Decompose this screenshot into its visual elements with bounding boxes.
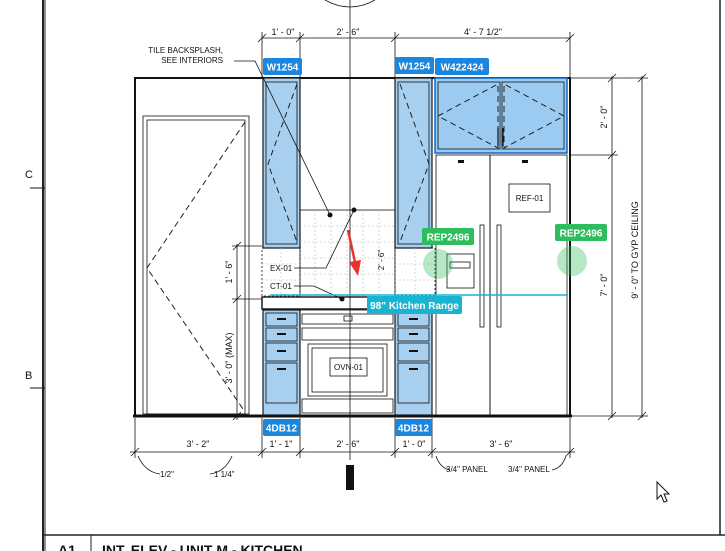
tag-4db12-middle[interactable]: 4DB12 xyxy=(395,419,432,436)
mouse-cursor xyxy=(656,480,671,503)
section-marker xyxy=(346,465,354,490)
base-cabinet-left[interactable] xyxy=(262,309,301,416)
dim-right-overall: 9' - 0" TO GYP CEILING xyxy=(630,201,640,298)
dim-top-left: 1' - 0" xyxy=(272,27,295,37)
note-leaders xyxy=(234,60,357,302)
sheet-border xyxy=(42,0,725,551)
measurement-line[interactable]: 98" Kitchen Range xyxy=(270,294,568,314)
dim-right-lower: 7' - 0" xyxy=(599,274,609,297)
title-block-number: A1 xyxy=(58,542,76,551)
note-tile-line1: TILE BACKSPLASH, xyxy=(148,46,223,55)
dim-bottom-2: 1' - 1" xyxy=(270,439,293,449)
backsplash-inner-dim: 2' - 6" xyxy=(377,250,386,271)
oven-callout: OVN-01 xyxy=(334,363,363,372)
refrigerator[interactable]: REF-01 xyxy=(435,154,568,416)
note-tile-line2: SEE INTERIORS xyxy=(161,56,223,65)
dim-bottom-left-a: 1/2" xyxy=(160,470,174,479)
upper-cabinet-left[interactable] xyxy=(262,77,301,249)
tag-w1254-left[interactable]: W1254 xyxy=(263,58,302,75)
tag-rep2496-left-label: REP2496 xyxy=(427,233,470,244)
tag-rep2496-right[interactable]: REP2496 xyxy=(555,224,607,241)
tag-rep2496-right-label: REP2496 xyxy=(560,229,603,240)
dim-bottom-5: 3' - 6" xyxy=(490,439,513,449)
tag-rep2496-left[interactable]: REP2496 xyxy=(422,228,474,245)
ct-callout: CT-01 xyxy=(270,282,292,291)
panel-note-right: 3/4" PANEL xyxy=(508,465,550,474)
tag-w1254-left-label: W1254 xyxy=(267,63,299,74)
dim-bottom-4: 1' - 0" xyxy=(403,439,426,449)
tag-w422424-label: W422424 xyxy=(441,63,484,74)
rep-hotspot-left[interactable] xyxy=(423,249,453,279)
dim-bottom-left-b: 1 1/4" xyxy=(214,470,235,479)
grid-label-b: B xyxy=(25,370,32,382)
ex-callout: EX-01 xyxy=(270,264,293,273)
right-dimension-string: 2' - 0" 7' - 0" 9' - 0" TO GYP CEILING xyxy=(570,73,648,421)
measurement-label-bg xyxy=(367,296,462,314)
tag-w1254-middle[interactable]: W1254 xyxy=(395,57,434,74)
tag-4db12-middle-label: 4DB12 xyxy=(398,424,430,435)
panel-note-left: 3/4" PANEL xyxy=(446,465,488,474)
tag-4db12-left[interactable]: 4DB12 xyxy=(263,419,300,436)
tile-backsplash: 2' - 6" xyxy=(261,209,436,298)
upper-cabinet-right[interactable] xyxy=(434,77,568,154)
top-dimension-string: 1' - 0" 2' - 6" 4' - 7 1/2" xyxy=(257,27,575,78)
ref-callout: REF-01 xyxy=(516,194,544,203)
grid-marker-c: C xyxy=(25,169,45,189)
dim-left-backsplash: 1' - 6" xyxy=(224,261,234,284)
ref-label-box xyxy=(508,183,551,213)
rep-hotspot-right[interactable] xyxy=(557,246,587,276)
title-block-title: INT. ELEV - UNIT M - KITCHEN xyxy=(102,542,303,551)
grid-label-c: C xyxy=(25,169,33,181)
bottom-dimension-string: 3' - 2" 1' - 1" 2' - 6" 1' - 0" 3' - 6" … xyxy=(130,418,575,479)
dim-left-base: 3' - 0" (MAX) xyxy=(224,333,234,384)
tag-w422424[interactable]: W422424 xyxy=(435,58,489,75)
dim-bottom-3: 2' - 6" xyxy=(337,439,360,449)
dim-right-upper: 2' - 0" xyxy=(599,106,609,129)
dim-top-right: 4' - 7 1/2" xyxy=(464,27,502,37)
base-cabinet-middle[interactable] xyxy=(394,309,433,416)
tag-w1254-middle-label: W1254 xyxy=(399,62,431,73)
dim-top-mid: 2' - 6" xyxy=(337,27,360,37)
left-dimension-string: 1' - 6" 3' - 0" (MAX) xyxy=(224,241,262,421)
door-opening xyxy=(142,115,250,415)
dim-bottom-1: 3' - 2" xyxy=(187,439,210,449)
grid-marker-b: B xyxy=(25,370,45,389)
range-oven[interactable]: OVN-01 xyxy=(299,309,396,416)
title-block: A1 INT. ELEV - UNIT M - KITCHEN xyxy=(58,542,303,551)
tag-4db12-left-label: 4DB12 xyxy=(266,424,298,435)
upper-cabinet-middle[interactable] xyxy=(394,77,433,249)
measurement-label: 98" Kitchen Range xyxy=(370,301,459,312)
red-arrow-marker xyxy=(346,229,361,276)
